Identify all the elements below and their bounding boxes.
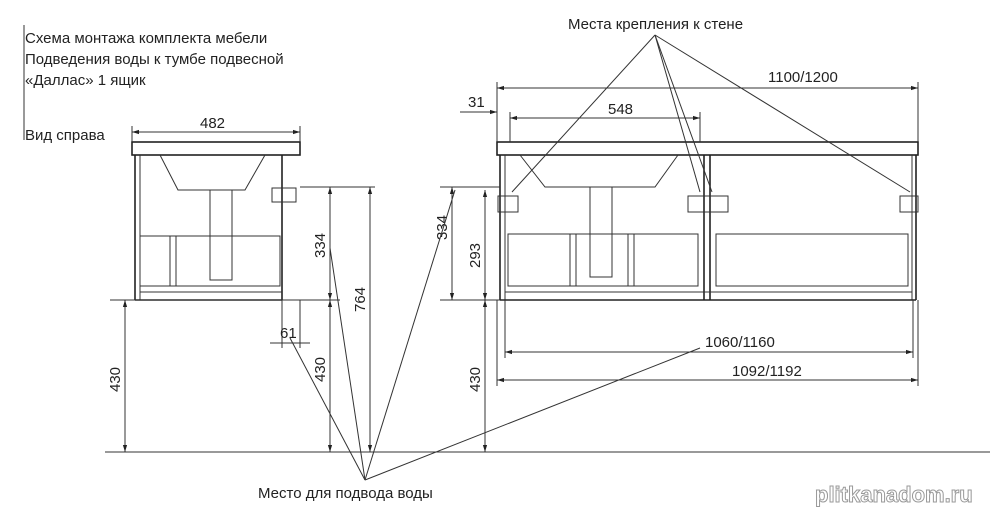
dim-side-61: 61 <box>280 325 297 342</box>
dim-front-inner: 1060/1160 <box>705 334 775 351</box>
water-supply-callout: Место для подвода воды <box>258 485 433 502</box>
title-line-1: Схема монтажа комплекта мебели <box>25 30 267 47</box>
title-line-2: Подведения воды к тумбе подвесной <box>25 51 284 68</box>
side-dimensions: 482 334 764 430 430 61 <box>107 115 375 452</box>
dim-side-764: 764 <box>352 287 369 312</box>
dim-front-31: 31 <box>468 94 485 111</box>
dim-front-outer: 1092/1192 <box>732 363 802 380</box>
title-line-3: «Даллас» 1 ящик <box>25 72 146 89</box>
dim-side-430-left: 430 <box>107 367 124 392</box>
water-supply-leaders <box>289 189 701 481</box>
dim-side-width: 482 <box>200 115 225 132</box>
wall-mount-leaders <box>511 34 911 193</box>
dim-front-430: 430 <box>467 367 484 392</box>
view-label: Вид справа <box>25 127 105 144</box>
dim-front-548: 548 <box>608 101 633 118</box>
dim-side-334: 334 <box>312 233 329 258</box>
wall-mount-callout: Места крепления к стене <box>568 16 743 33</box>
front-dimensions: 1100/1200 31 548 334 293 430 1060/1160 1… <box>434 69 919 452</box>
front-view-cabinet <box>496 141 919 301</box>
watermark: plitkanadom.ru <box>815 482 973 507</box>
dim-side-430-right: 430 <box>312 357 329 382</box>
side-view-cabinet <box>131 141 301 301</box>
dim-front-total: 1100/1200 <box>768 69 838 86</box>
dim-front-293: 293 <box>467 243 484 268</box>
dim-front-334: 334 <box>434 215 451 240</box>
